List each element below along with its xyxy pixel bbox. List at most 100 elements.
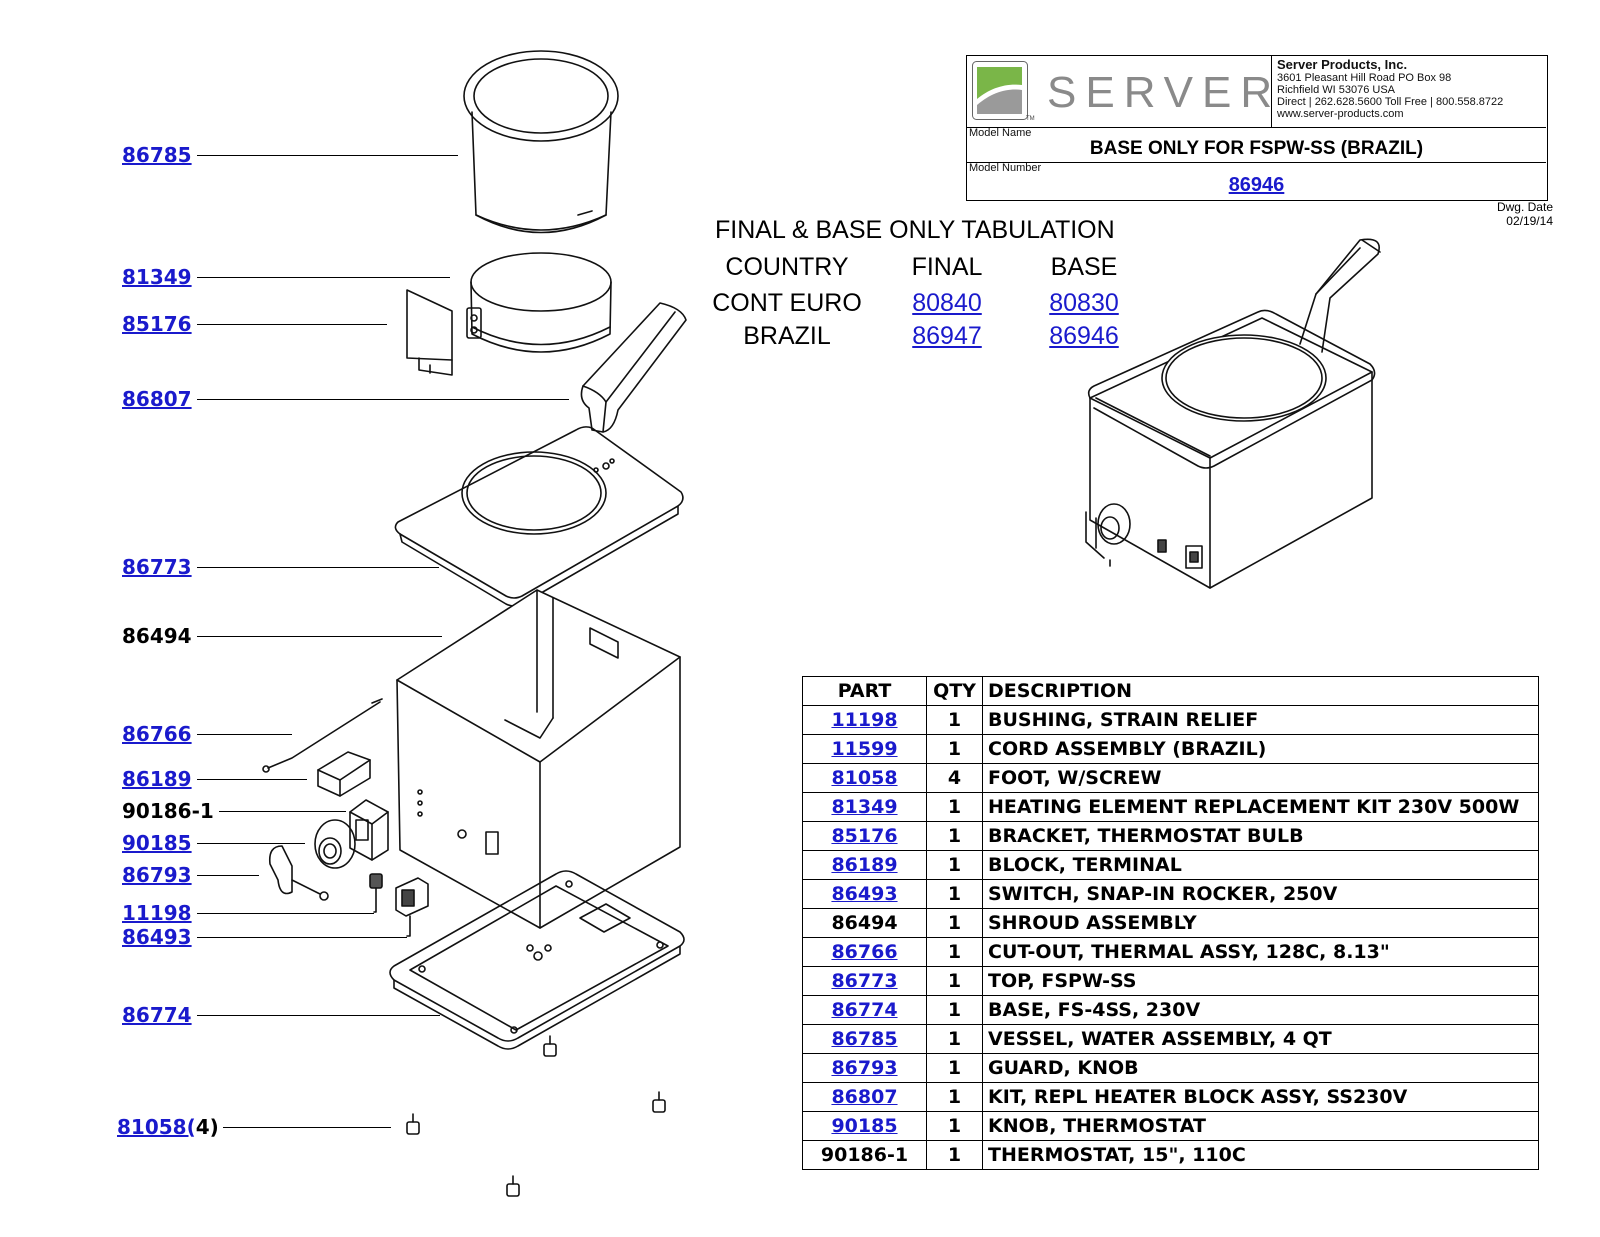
part-description: KIT, REPL HEATER BLOCK ASSY, SS230V [982,1082,1539,1112]
column-header-description: DESCRIPTION [982,676,1539,706]
knob-guard-drawing [268,845,329,901]
tab-base-link-brazil[interactable]: 86946 [1049,322,1119,350]
drawing-date-label: Dwg. Date [1496,200,1553,214]
tab-header-base: BASE [1050,253,1118,281]
water-vessel-drawing [463,50,619,234]
part-quantity: 1 [926,1024,983,1054]
tab-base-link-cont-euro[interactable]: 80830 [1049,289,1119,317]
part-number-link[interactable]: 86774 [802,995,927,1025]
callout-86793[interactable]: 86793 [122,863,192,887]
part-number-link[interactable]: 90185 [802,1111,927,1141]
callout-81349[interactable]: 81349 [122,265,192,289]
column-header-qty: QTY [926,676,983,706]
leader-line [197,843,305,844]
leader-line [197,937,407,938]
part-description: FOOT, W/SCREW [982,763,1539,793]
part-number-link[interactable]: 86493 [802,879,927,909]
part-number-link[interactable]: 86766 [802,937,927,967]
tab-final-link-brazil[interactable]: 86947 [912,322,982,350]
callout-86493[interactable]: 86493 [122,925,192,949]
callout-86766[interactable]: 86766 [122,722,192,746]
part-number-link[interactable]: 86785 [802,1024,927,1054]
callout-86807[interactable]: 86807 [122,387,192,411]
part-quantity: 1 [926,821,983,851]
part-number-link[interactable]: 86189 [802,850,927,880]
parts-table-header-row: PART QTY DESCRIPTION [802,676,1539,706]
part-description: SWITCH, SNAP-IN ROCKER, 250V [982,879,1539,909]
leader-line [197,875,259,876]
part-quantity: 1 [926,1111,983,1141]
part-number-link[interactable]: 85176 [802,821,927,851]
company-address-line-1: 3601 Pleasant Hill Road PO Box 98 [1277,72,1452,84]
part-quantity: 1 [926,995,983,1025]
assembled-unit-drawing [1085,238,1381,589]
rocker-switch-drawing [395,877,429,937]
leader-line [197,567,439,568]
trademark-mark: TM [1026,116,1035,122]
part-number-link[interactable]: 11599 [802,734,927,764]
callout-86189[interactable]: 86189 [122,767,192,791]
part-quantity: 1 [926,705,983,735]
part-description: CUT-OUT, THERMAL ASSY, 128C, 8.13" [982,937,1539,967]
model-name: BASE ONLY FOR FSPW-SS (BRAZIL) [1089,138,1424,159]
part-quantity: 1 [926,734,983,764]
part-number-link[interactable]: 11198 [802,705,927,735]
part-description: BASE, FS-4SS, 230V [982,995,1539,1025]
part-number: 90186-1 [802,1140,927,1170]
tab-final-link-cont-euro[interactable]: 80840 [912,289,982,317]
tab-country-brazil: BRAZIL [743,322,831,350]
model-name-label: Model Name [969,127,1032,139]
part-quantity: 1 [926,966,983,996]
callout-86785[interactable]: 86785 [122,143,192,167]
feet-drawing [406,1035,666,1197]
callout-86774[interactable]: 86774 [122,1003,192,1027]
callout-11198[interactable]: 11198 [122,901,192,925]
column-header-part: PART [802,676,927,706]
tabulation-title: FINAL & BASE ONLY TABULATION [715,216,1115,244]
logo-row: TM SERVER Server Products, Inc. 3601 Ple… [967,56,1546,128]
callout-90185[interactable]: 90185 [122,831,192,855]
tab-header-country: COUNTRY [725,253,849,281]
callout-85176[interactable]: 85176 [122,312,192,336]
part-quantity: 1 [926,1053,983,1083]
part-description: TOP, FSPW-SS [982,966,1539,996]
callout-90186-1: 90186-1 [122,799,214,823]
part-number-link[interactable]: 81058 [802,763,927,793]
heater-block-drawing [580,302,687,433]
leader-line [197,155,458,156]
model-number-link[interactable]: 86946 [1228,174,1285,196]
part-description: GUARD, KNOB [982,1053,1539,1083]
part-number-link[interactable]: 81349 [802,792,927,822]
callout-81058[interactable]: 81058(4) [117,1115,219,1139]
part-description: VESSEL, WATER ASSEMBLY, 4 QT [982,1024,1539,1054]
company-name: Server Products, Inc. [1277,57,1408,72]
model-number-label: Model Number [969,162,1042,174]
part-description: BLOCK, TERMINAL [982,850,1539,880]
shroud-drawing [396,589,681,929]
callout-86773[interactable]: 86773 [122,555,192,579]
part-number-link[interactable]: 86793 [802,1053,927,1083]
leader-line [197,779,307,780]
part-quantity: 1 [926,1140,983,1170]
part-number-link[interactable]: 86773 [802,966,927,996]
part-number: 86494 [802,908,927,938]
callout-81058-link[interactable]: 81058( [117,1115,196,1139]
model-name-row: Model Name BASE ONLY FOR FSPW-SS (BRAZIL… [967,127,1546,163]
part-description: CORD ASSEMBLY (BRAZIL) [982,734,1539,764]
leader-line [197,399,569,400]
part-number-link[interactable]: 86807 [802,1082,927,1112]
part-quantity: 4 [926,763,983,793]
company-website[interactable]: www.server-products.com [1277,108,1404,120]
part-description: THERMOSTAT, 15", 110C [982,1140,1539,1170]
